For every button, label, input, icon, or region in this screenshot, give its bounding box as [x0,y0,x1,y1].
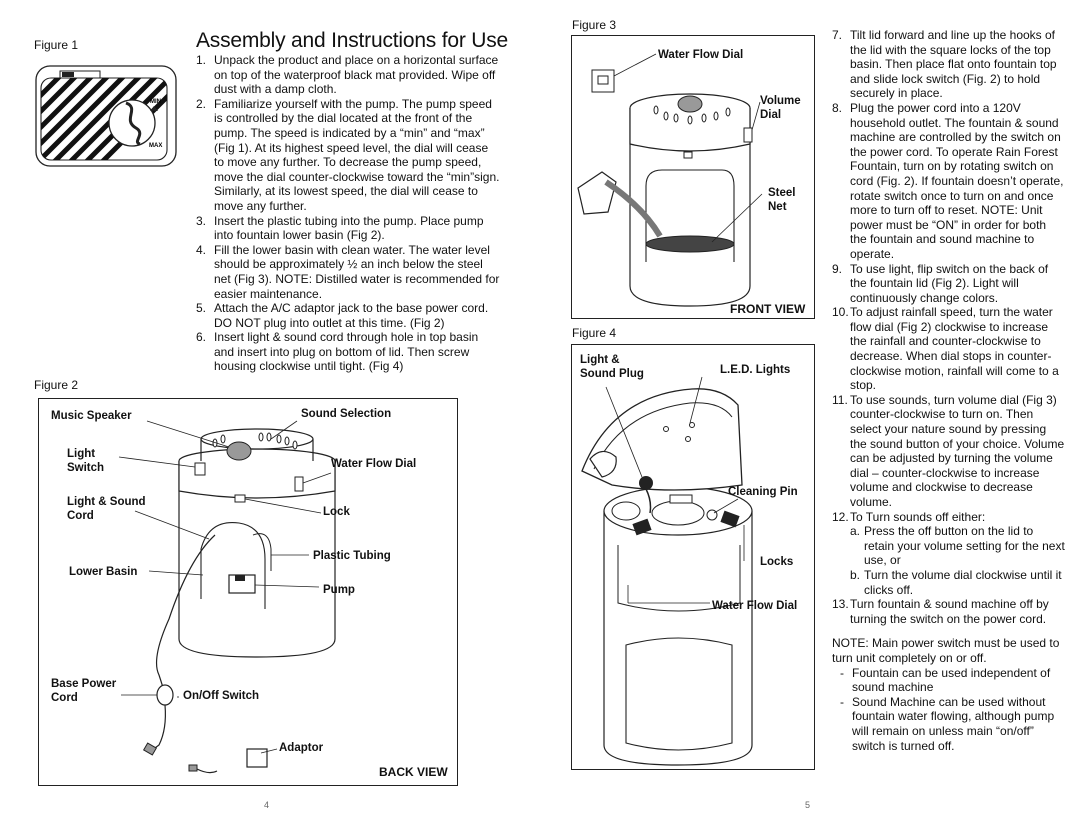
figure1-max-label: MAX [149,143,162,149]
step-1: 1.Unpack the product and place on a hori… [196,53,499,97]
figure1-min-label: MIN [150,99,161,105]
figure4-lid-view: Light & Sound Plug L.E.D. Lights Cleanin… [571,344,815,770]
note-bullet-1: -Fountain can be used independent of sou… [840,665,1051,695]
label-on-off-switch: On/Off Switch [183,690,260,702]
page-number-left: 4 [264,800,270,810]
label-pump: Pump [323,584,355,596]
page-title: Assembly and Instructions for Use [196,29,509,52]
label-base-power-cord: Base Power Cord [51,678,117,704]
figure4-caption: Figure 4 [572,326,617,340]
fig4-label-locks: Locks [760,556,794,568]
step-5: 5.Attach the A/C adaptor jack to the bas… [196,301,489,330]
label-light-sound-cord: Light & Sound Cord [67,496,146,522]
label-lower-basin: Lower Basin [69,566,138,578]
step-11: 11.To use sounds, turn volume dial (Fig … [832,392,1065,509]
figure3-fountain-drawing [577,53,763,307]
fig4-label-water-flow-dial: Water Flow Dial [712,600,798,612]
step-8: 8.Plug the power cord into a 120V househ… [832,100,1064,261]
figure3-front-view: Water Flow Dial Volume Dial Steel Net FR… [571,35,815,319]
label-light-switch: Light Switch [67,448,105,474]
step-10: 10.To adjust rainfall speed, turn the wa… [832,305,1059,393]
power-note: NOTE: Main power switch must be used to … [832,636,1060,665]
figure2-caption: Figure 2 [34,378,79,392]
fig3-label-water-flow-dial: Water Flow Dial [658,49,744,61]
step-12a: a.Press the off button on the lid to ret… [850,524,1065,568]
fig4-label-light-sound-plug: Light & Sound Plug [580,354,644,380]
figure1-pump-illustration: MIN MAX [32,58,180,170]
fig4-label-led-lights: L.E.D. Lights [720,364,791,376]
page-number-right: 5 [805,800,811,810]
label-music-speaker: Music Speaker [51,410,132,422]
note-bullet-2: -Sound Machine can be used without fount… [840,694,1055,753]
label-plastic-tubing: Plastic Tubing [313,550,391,562]
step-2: 2.Familiarize yourself with the pump. Th… [196,96,500,213]
fig3-label-front-view: FRONT VIEW [730,302,806,316]
step-6: 6.Insert light & sound cord through hole… [196,330,479,374]
label-back-view: BACK VIEW [379,765,448,779]
step-4: 4.Fill the lower basin with clean water.… [196,242,500,301]
steps-right: 7.Tilt lid forward and line up the hooks… [832,28,1066,753]
step-13: 13.Turn fountain & sound machine off by … [832,597,1049,626]
figure4-fountain-drawing [581,376,753,766]
figure2-fountain-drawing [118,420,336,774]
figure1-caption: Figure 1 [34,38,79,52]
label-lock: Lock [323,506,350,518]
step-3: 3.Insert the plastic tubing into the pum… [196,213,484,243]
step-12b: b.Turn the volume dial clockwise until i… [850,567,1062,597]
fig3-label-volume-dial: Volume Dial [760,95,801,121]
fig3-label-steel-net: Steel Net [768,187,796,213]
step-7: 7.Tilt lid forward and line up the hooks… [832,28,1057,101]
step-12: 12.To Turn sounds off either: [832,509,986,524]
figure2-back-view: Music Speaker Sound Selection Light Swit… [38,398,458,786]
steps-left: 1.Unpack the product and place on a hori… [196,53,500,374]
step-9: 9.To use light, flip switch on the back … [832,261,1049,305]
fig4-label-cleaning-pin: Cleaning Pin [728,486,798,498]
label-adaptor: Adaptor [279,742,324,754]
label-sound-selection: Sound Selection [301,408,392,420]
label-water-flow-dial: Water Flow Dial [331,458,417,470]
figure3-caption: Figure 3 [572,18,617,32]
